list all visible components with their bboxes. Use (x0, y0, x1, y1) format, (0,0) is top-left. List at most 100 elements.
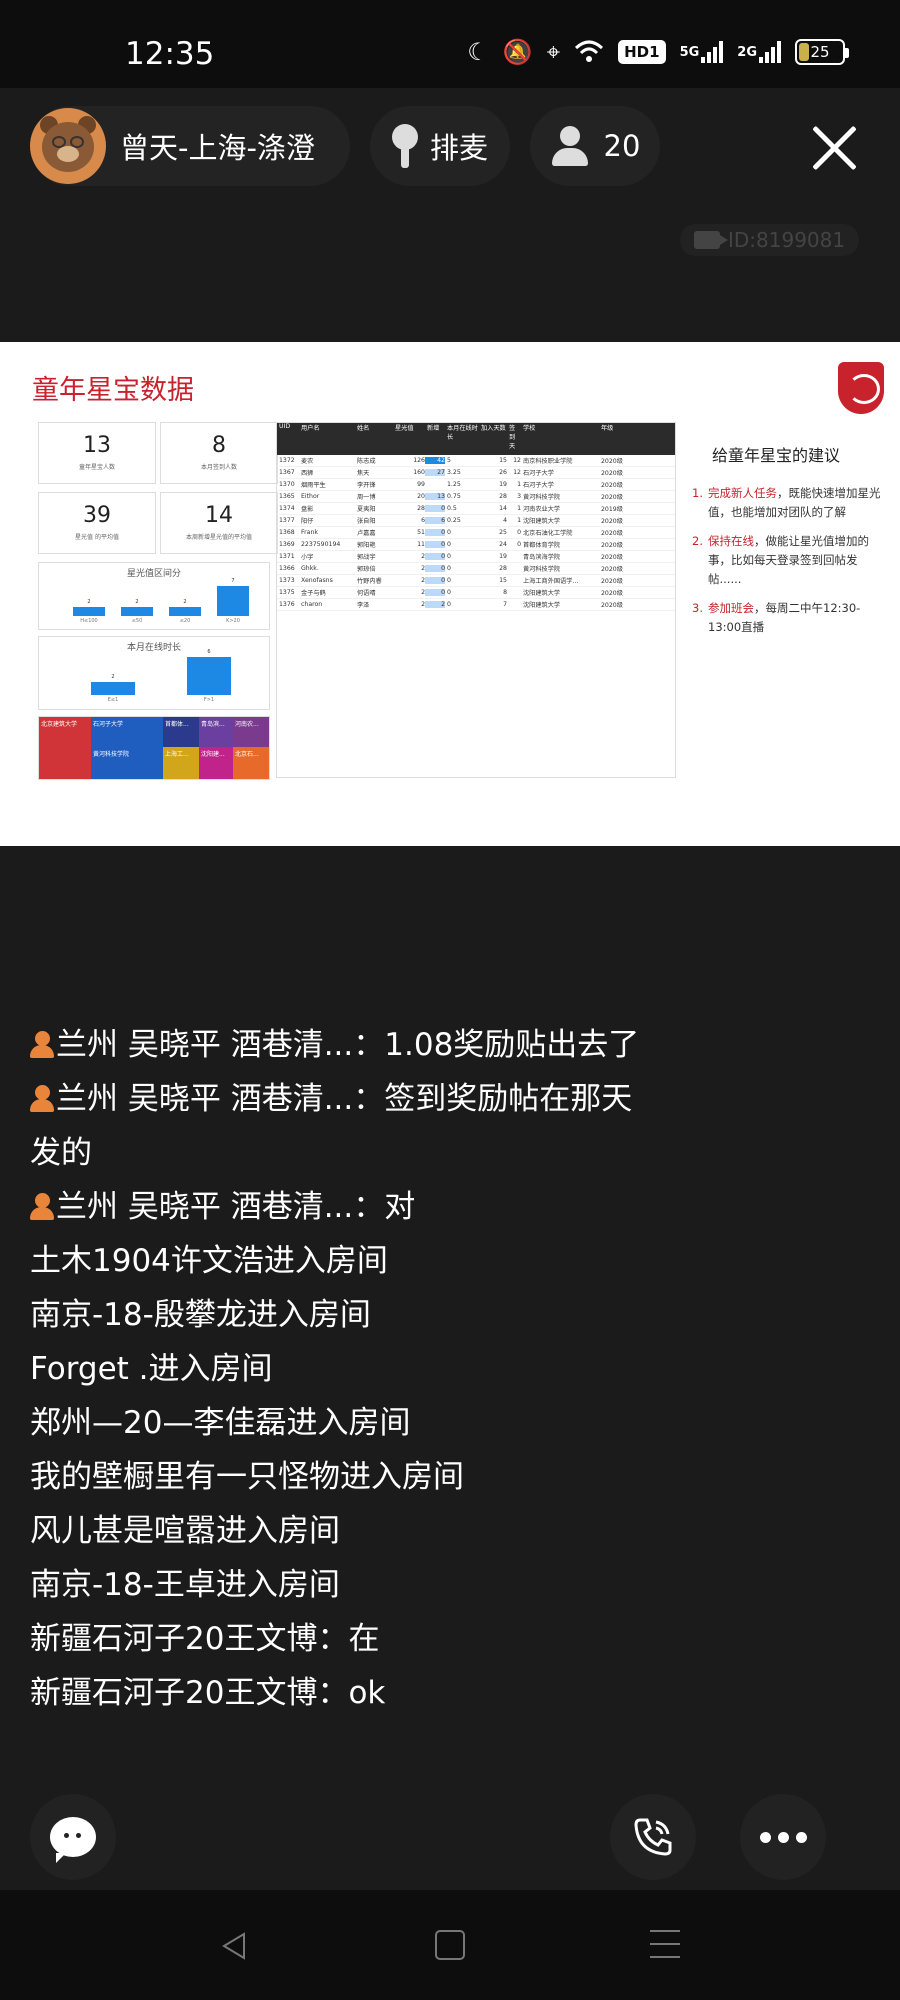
table-cell: 0 (447, 589, 451, 596)
system-message: 土木1904许文浩进入房间 (30, 1243, 388, 1279)
table-cell: 2019级 (601, 506, 623, 513)
bar-value-label: 2 (111, 674, 115, 681)
audience-count: 20 (603, 129, 641, 163)
advice-item: 2. 保持在线，做能让星光值增加的事，比如每天登录签到回帖发帖...... (692, 534, 869, 586)
table-cell: 麦农 (301, 458, 314, 465)
bar-value-label: 7 (231, 578, 235, 584)
bar-category-label: E≤1 (107, 697, 119, 703)
table-cell: 上海工商外国语学... (523, 578, 579, 585)
chat-message: 兰州 吴晓平 酒巷清...：签到奖励帖在那天发的 (30, 1081, 633, 1171)
table-cell: 51 (417, 529, 425, 536)
audience-button[interactable]: 20 (530, 106, 660, 186)
table-cell: 2020级 (601, 554, 623, 561)
table-cell: 1365 (279, 493, 295, 500)
table-cell: 2 (421, 577, 425, 584)
system-message: 我的壁橱里有一只怪物进入房间 (30, 1459, 464, 1495)
bar-value-label: 2 (183, 599, 187, 606)
advice-item: 3. 参加班会，每周二中午12:30-13:00直播 (692, 601, 861, 634)
table-cell: 12 (513, 457, 521, 464)
table-cell: 0 (425, 589, 445, 596)
bar-category-label: K>20 (226, 618, 240, 624)
table-cell: 2237590194 (301, 541, 341, 548)
table-cell: 2020级 (601, 602, 623, 609)
table-cell: 2 (425, 601, 445, 608)
table-cell: 3 (517, 493, 521, 500)
nav-home-button[interactable] (435, 1930, 465, 1960)
treemap-cell: 北京石... (233, 747, 269, 779)
table-cell: 2020级 (601, 578, 623, 585)
table-header: UID 用户名 姓名 星光值 新增 本月在线时长 加入天数 签到天 学校 年级 (277, 423, 675, 455)
table-cell: 1366 (279, 565, 295, 572)
table-cell: 15 (499, 457, 507, 464)
status-time: 12:35 (125, 36, 215, 72)
chat-username[interactable]: 兰州 吴晓平 酒巷清... (56, 1189, 354, 1225)
advice-title: 给童年星宝的建议 (712, 446, 841, 465)
mic-queue-label: 排麦 (429, 131, 488, 165)
table-cell: 焦天 (357, 470, 370, 477)
table-cell: 24 (499, 541, 507, 548)
table-cell: 4 (503, 517, 507, 524)
table-cell: 周一博 (357, 494, 376, 501)
table-cell: 1376 (279, 601, 295, 608)
chart-bar (169, 607, 201, 616)
close-icon[interactable] (810, 123, 860, 173)
hd-icon: HD1 (618, 40, 666, 64)
table-cell: 2020级 (601, 566, 623, 573)
table-cell: 郭战宇 (357, 554, 376, 561)
table-cell: 15 (499, 577, 507, 584)
treemap-cell: 上海工... (163, 747, 199, 779)
system-message: 郑州—20—李佳磊进入房间 (30, 1405, 411, 1441)
mute-icon: 🔕 (502, 38, 533, 66)
chat-bubble-button[interactable] (30, 1794, 116, 1880)
status-bar: 12:35 ☾ 🔕 ⌖ HD1 5G 2G 25 (0, 0, 900, 88)
system-message: 南京-18-殷攀龙进入房间 (30, 1297, 371, 1333)
call-button[interactable] (610, 1794, 696, 1880)
table-cell: 2 (421, 589, 425, 596)
table-cell: 2 (421, 553, 425, 560)
bar-category-label: F>1 (203, 697, 215, 703)
host-name: 曾天-上海-涤澄 (120, 131, 315, 165)
mic-queue-button[interactable]: 排麦 (370, 106, 510, 186)
table-cell: 李泽 (357, 602, 370, 609)
table-cell: 小宇 (301, 554, 314, 561)
table-cell: Eithor (301, 493, 320, 500)
nav-back-button[interactable] (218, 1930, 248, 1960)
table-cell: 1377 (279, 517, 295, 524)
table-cell: 8 (503, 589, 507, 596)
avatar[interactable] (30, 108, 106, 184)
table-cell: 0 (425, 541, 445, 548)
table-cell: 石河子大学 (523, 482, 554, 489)
chat-username[interactable]: 兰州 吴晓平 酒巷清... (56, 1027, 354, 1063)
table-cell: 2020级 (601, 458, 623, 465)
table-cell: Xenofasns (301, 577, 333, 584)
table-cell: 2020级 (601, 542, 623, 549)
chat-username[interactable]: 兰州 吴晓平 酒巷清... (56, 1081, 354, 1117)
table-cell: 1 (517, 481, 521, 488)
table-cell: 西狮 (301, 470, 314, 477)
nav-recents-button[interactable] (650, 1930, 680, 1960)
chat-bubble-icon (50, 1817, 96, 1863)
system-message: 南京-18-王卓进入房间 (30, 1567, 340, 1603)
table-cell: 南京科技职业学院 (523, 458, 573, 465)
table-cell: 0 (425, 553, 445, 560)
chat-text: 对 (384, 1189, 416, 1225)
treemap-cell: 首都体... (163, 717, 199, 747)
table-cell: 1372 (279, 457, 295, 464)
table-cell: 0 (447, 529, 451, 536)
table-cell: 28 (499, 493, 507, 500)
table-cell: 27 (425, 469, 445, 476)
more-button[interactable] (740, 1794, 826, 1880)
user-avatar-icon (30, 1029, 54, 1059)
table-cell: 1.25 (447, 481, 461, 488)
table-cell: 阳仔 (301, 518, 314, 525)
table-cell: 0 (425, 565, 445, 572)
table-cell: 2 (421, 565, 425, 572)
person-icon (550, 126, 590, 166)
user-avatar-icon (30, 1083, 54, 1113)
host-profile[interactable]: 曾天-上海-涤澄 (30, 106, 350, 186)
table-cell: 0 (425, 529, 445, 536)
